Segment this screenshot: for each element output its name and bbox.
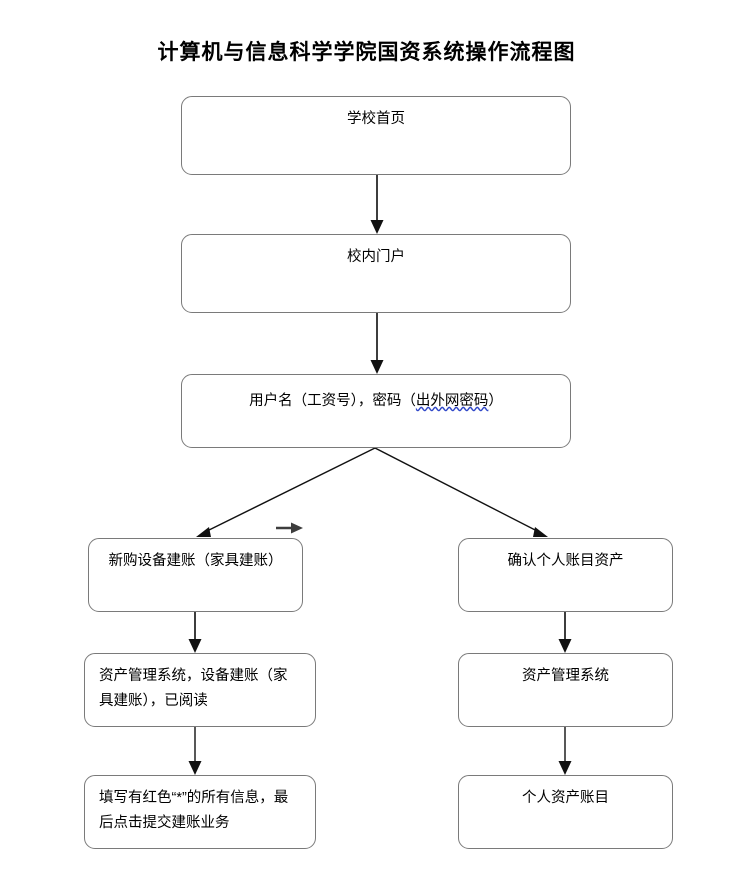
connector-new-equipment-to-asset-system-left [188, 612, 202, 653]
node-new-equipment-label: 新购设备建账（家具建账） [108, 553, 283, 569]
page-title: 计算机与信息科学学院国资系统操作流程图 [157, 39, 576, 64]
node-login-label: 用户名（工资号），密码（出外网密码） [182, 389, 570, 414]
node-asset-system-left[interactable]: 资产管理系统，设备建账（家具建账），已阅读 [84, 653, 316, 727]
node-school-home-label: 学校首页 [347, 111, 405, 127]
node-confirm-assets[interactable]: 确认个人账目资产 [458, 538, 673, 612]
node-new-equipment[interactable]: 新购设备建账（家具建账） [88, 538, 303, 612]
node-login-label-prefix: 用户名（工资号），密码（ [249, 393, 416, 409]
connector-school-home-to-campus-portal [370, 175, 384, 234]
node-fill-required[interactable]: 填写有红色“*”的所有信息，最后点击提交建账业务 [84, 775, 316, 849]
node-personal-account[interactable]: 个人资产账目 [458, 775, 673, 849]
node-login-label-spellchecked: 出外网密码 [415, 393, 489, 409]
node-school-home[interactable]: 学校首页 [181, 96, 571, 175]
node-personal-account-label: 个人资产账目 [522, 790, 609, 806]
node-fill-required-label: 填写有红色“*”的所有信息，最后点击提交建账业务 [99, 790, 289, 831]
node-login-label-suffix: ） [488, 393, 503, 409]
connector-campus-portal-to-login [370, 313, 384, 374]
node-campus-portal-label: 校内门户 [347, 249, 405, 265]
connector-asset-system-left-to-fill-required [188, 727, 202, 775]
node-login[interactable]: 用户名（工资号），密码（出外网密码） [181, 374, 571, 448]
connector-asset-system-right-to-personal-account [558, 727, 572, 775]
node-asset-system-left-label: 资产管理系统，设备建账（家具建账），已阅读 [99, 668, 288, 709]
node-campus-portal[interactable]: 校内门户 [181, 234, 571, 313]
node-asset-system-right[interactable]: 资产管理系统 [458, 653, 673, 727]
connector-login-to-new-equipment [196, 447, 376, 537]
node-confirm-assets-label: 确认个人账目资产 [507, 553, 624, 569]
connector-floating-right-arrow [276, 522, 303, 534]
connector-login-to-confirm-assets [374, 447, 548, 537]
connector-confirm-assets-to-asset-system-right [558, 612, 572, 653]
node-asset-system-right-label: 资产管理系统 [522, 668, 609, 684]
